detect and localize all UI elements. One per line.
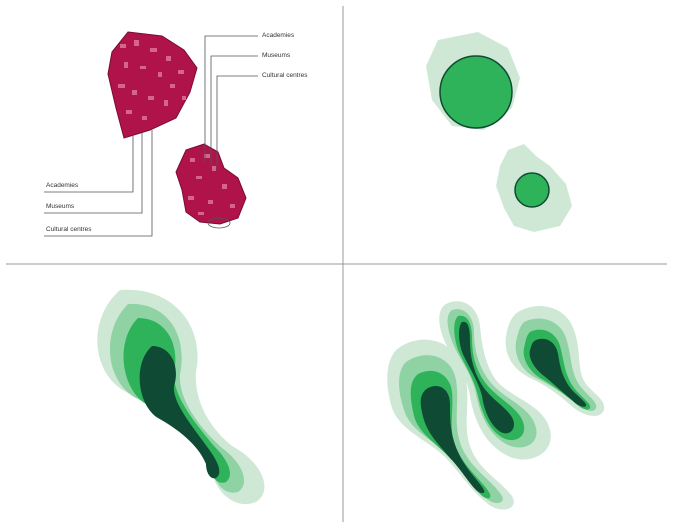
label-upper-cultural-centres: Cultural centres xyxy=(262,72,308,79)
upper-leader-lines xyxy=(204,35,258,170)
density-shape-right-a xyxy=(387,339,514,510)
density-shape-right-c xyxy=(505,306,605,416)
label-upper-academies: Academies xyxy=(262,32,295,39)
circle-north xyxy=(439,55,513,129)
density-shape-right-b xyxy=(439,301,551,460)
label-upper-museums: Museums xyxy=(262,52,291,59)
label-lower-cultural-centres: Cultural centres xyxy=(46,226,92,233)
density-shape-left xyxy=(97,289,265,505)
label-lower-museums: Museums xyxy=(46,203,75,210)
lower-leader-lines xyxy=(44,130,153,237)
label-lower-academies: Academies xyxy=(46,182,79,189)
district-map-north xyxy=(107,31,198,139)
district-map-south xyxy=(175,143,247,229)
circle-south xyxy=(514,172,550,208)
